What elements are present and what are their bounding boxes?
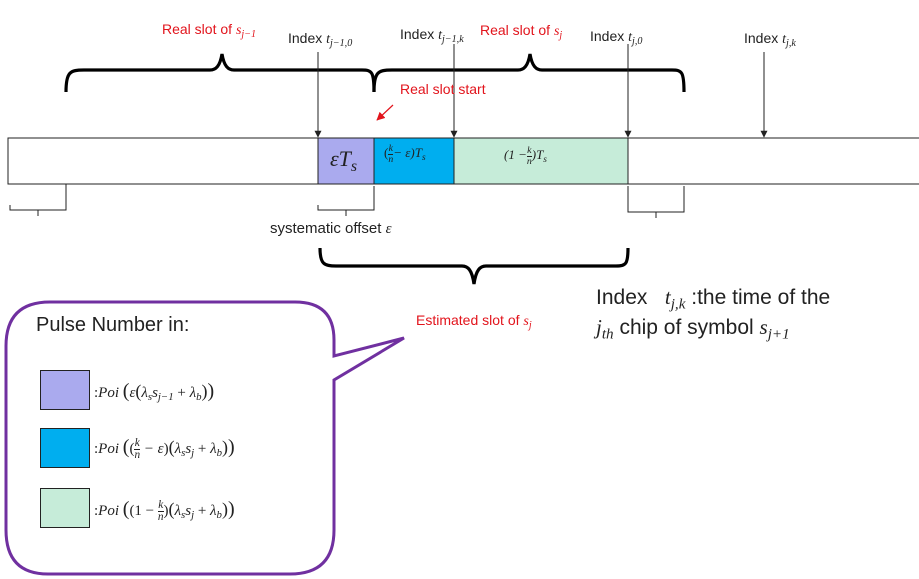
index-note-line1: Index tj,k :the time of the: [596, 285, 831, 313]
bracket-right: [627, 186, 685, 218]
bracket-left: [9, 184, 67, 216]
index-t-prev-zero-label: Index tj−1,0: [288, 30, 353, 50]
real-slot-curr-label: Real slot of sj: [480, 22, 563, 42]
index-t-k-label: Index tj,k: [744, 30, 796, 50]
index-note-line2: jth chip of symbol sj+1: [596, 315, 790, 343]
estimated-slot-brace: [318, 247, 630, 285]
legend-swatch-eps: [40, 370, 90, 410]
real-slot-prev-brace: [64, 53, 376, 93]
legend-formula-eps: :Poi (ε(λssj−1 + λb)): [94, 380, 215, 404]
real-slot-start-arrow: [376, 104, 394, 121]
remaining-segment: [453, 137, 629, 185]
eps-segment-label: εTs: [330, 146, 358, 175]
legend-bubble: [4, 300, 405, 576]
estimated-slot-label: Estimated slot of sj: [416, 312, 532, 332]
legend-swatch-k: [40, 428, 90, 468]
legend-title: Pulse Number in:: [36, 314, 190, 336]
k-segment: [373, 137, 455, 185]
bracket-offset: [317, 186, 375, 216]
systematic-offset-label: systematic offset ε: [270, 220, 392, 237]
eps-segment: [317, 137, 375, 185]
index-t-zero-label: Index tj,0: [590, 28, 643, 48]
real-slot-curr-brace: [372, 53, 686, 93]
legend-swatch-remaining: [40, 488, 90, 528]
index-t-prev-k-label: Index tj−1,k: [400, 26, 464, 46]
real-slot-prev-label: Real slot of sj−1: [162, 21, 257, 41]
real-slot-start-label: Real slot start: [400, 81, 486, 97]
